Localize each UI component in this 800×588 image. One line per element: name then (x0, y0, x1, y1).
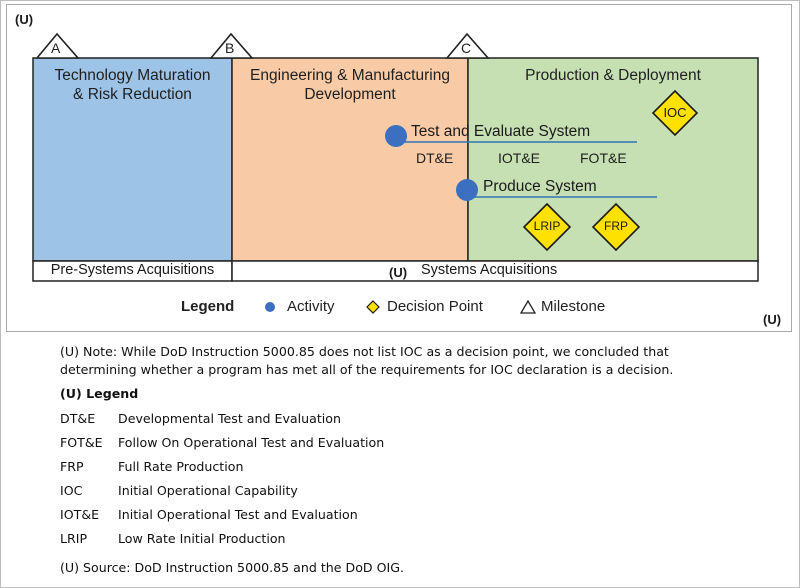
activity-sublabel-dte: DT&E (416, 150, 454, 166)
abbreviation-term: FRP (60, 459, 84, 474)
milestone-c-triangle (445, 32, 490, 59)
activity-sublabel-fote: FOT&E (580, 150, 627, 166)
classification-marking-bottom: (U) (763, 312, 782, 327)
decision-ioc-label: IOC (663, 105, 687, 120)
activity-dot-produce (456, 179, 478, 201)
decision-diamond-frp (591, 202, 641, 252)
legend-milestone-label: Milestone (541, 298, 606, 315)
phase-2-background (231, 57, 469, 262)
activity-dot-test (385, 125, 407, 147)
acquisition-diagram (32, 32, 759, 314)
legend-heading: (U) Legend (60, 386, 139, 401)
phase-1-title: Technology Maturation & Risk Reduction (33, 66, 232, 104)
legend-title: Legend (181, 298, 235, 315)
milestone-c-label: C (461, 40, 472, 56)
systems-classification-marking: (U) (389, 265, 408, 280)
legend-activity-label: Activity (287, 298, 335, 315)
legend-decision-diamond (366, 300, 380, 314)
phase-2-title: Engineering & Manufacturing Development (232, 66, 468, 104)
activity-sublabel-iote: IOT&E (498, 150, 541, 166)
activity-test-label: Test and Evaluate System (411, 123, 591, 140)
phase-3-title: Production & Deployment (468, 66, 758, 85)
decision-frp-label: FRP (604, 219, 628, 233)
phase-1-title-line2: & Risk Reduction (73, 86, 192, 103)
abbreviation-meaning: Initial Operational Capability (118, 483, 298, 498)
systems-band (231, 260, 759, 282)
legend-activity-dot (265, 302, 275, 312)
activity-produce-label: Produce System (483, 178, 597, 195)
phase-1-title-line1: Technology Maturation (54, 67, 211, 84)
abbreviation-meaning: Low Rate Initial Production (118, 531, 286, 546)
legend-milestone-triangle (519, 299, 537, 314)
phase-2-title-line2: Development (304, 86, 396, 103)
abbreviation-term: IOC (60, 483, 83, 498)
phase-2-title-line1: Engineering & Manufacturing (250, 67, 450, 84)
decision-diamond-lrip (522, 202, 572, 252)
note-line-1: (U) Note: While DoD Instruction 5000.85 … (60, 344, 669, 359)
milestone-a-label: A (51, 40, 61, 56)
abbreviation-term: DT&E (60, 411, 96, 426)
phase-1-background (32, 57, 233, 262)
phase-3-title-line1: Production & Deployment (525, 67, 701, 84)
source-note: (U) Source: DoD Instruction 5000.85 and … (60, 560, 404, 575)
decision-diamond-ioc (651, 89, 699, 137)
note-line-2: determining whether a program has met al… (60, 362, 674, 377)
abbreviation-term: IOT&E (60, 507, 100, 522)
abbreviation-term: FOT&E (60, 435, 103, 450)
pre-systems-label: Pre-Systems Acquisitions (50, 262, 215, 278)
figure-frame: (U) A B C Technology Maturation & Risk R… (6, 4, 792, 332)
milestone-b-triangle (209, 32, 254, 59)
abbreviation-meaning: Follow On Operational Test and Evaluatio… (118, 435, 385, 450)
abbreviation-meaning: Developmental Test and Evaluation (118, 411, 341, 426)
legend-decision-label: Decision Point (387, 298, 483, 315)
abbreviation-meaning: Initial Operational Test and Evaluation (118, 507, 358, 522)
abbreviation-term: LRIP (60, 531, 88, 546)
systems-acquisitions-label: Systems Acquisitions (421, 262, 558, 278)
milestone-a-triangle (35, 32, 80, 59)
classification-marking-top: (U) (15, 12, 34, 27)
abbreviation-meaning: Full Rate Production (118, 459, 244, 474)
decision-lrip-label: LRIP (533, 219, 561, 233)
milestone-b-label: B (225, 40, 235, 56)
